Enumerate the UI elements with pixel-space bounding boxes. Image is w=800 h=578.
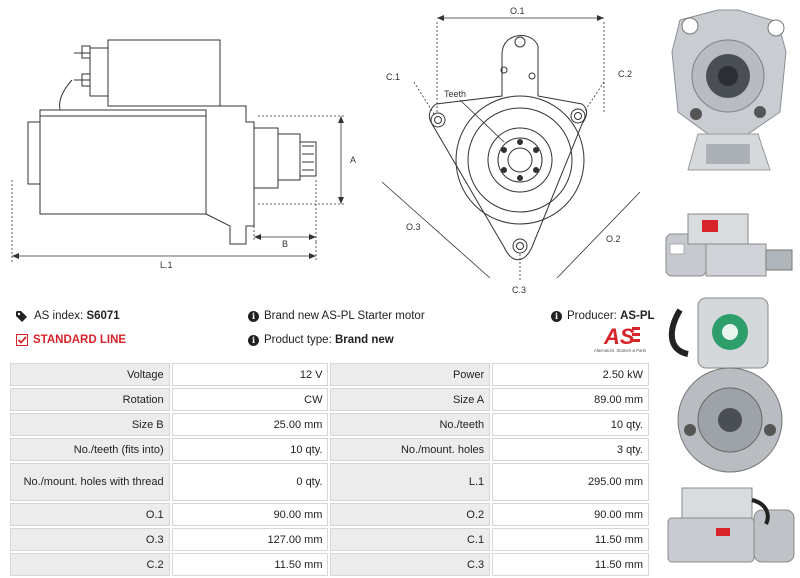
spec-label: O.2 bbox=[330, 503, 491, 526]
producer-row: i Producer: AS-PL bbox=[551, 310, 655, 322]
front-view-drawing: O.1 C.1 C.2 Teeth O.3 O.2 C.3 bbox=[381, 6, 641, 294]
product-type-label: Product type: bbox=[264, 334, 332, 346]
spec-label: Size B bbox=[10, 413, 170, 436]
spec-label: Voltage bbox=[10, 363, 170, 386]
as-pl-logo: AS Alternators, Starters & Parts bbox=[590, 323, 650, 356]
standard-line-row: STANDARD LINE bbox=[16, 334, 126, 346]
spec-label: No./mount. holes bbox=[330, 438, 491, 461]
product-type-value: Brand new bbox=[334, 334, 394, 346]
spec-value: 89.00 mm bbox=[492, 388, 649, 411]
spec-value: 90.00 mm bbox=[492, 503, 649, 526]
tag-icon bbox=[16, 310, 27, 322]
dim-o1-label: O.1 bbox=[510, 6, 525, 16]
spec-row: No./teeth (fits into)10 qty.No./mount. h… bbox=[10, 438, 649, 461]
dim-o2-label: O.2 bbox=[606, 234, 621, 244]
check-square-icon bbox=[16, 334, 28, 346]
spec-label: No./teeth (fits into) bbox=[10, 438, 170, 461]
logo-text: AS bbox=[603, 324, 635, 348]
spec-value: 12 V bbox=[171, 363, 329, 386]
spec-value: 25.00 mm bbox=[171, 413, 329, 436]
info-icon: i bbox=[551, 310, 562, 322]
spec-label: Power bbox=[330, 363, 491, 386]
spec-label: O.1 bbox=[10, 503, 170, 526]
spec-label: No./mount. holes with thread bbox=[10, 463, 170, 501]
dim-o3-label: O.3 bbox=[406, 222, 421, 232]
product-type-row: i Product type: Brand new bbox=[248, 334, 394, 346]
spec-value: 90.00 mm bbox=[171, 503, 329, 526]
product-description: Brand new AS-PL Starter motor bbox=[264, 310, 425, 322]
spec-value: 11.50 mm bbox=[171, 553, 329, 576]
product-photo-top bbox=[658, 480, 800, 568]
dim-c3-label: C.3 bbox=[512, 285, 526, 294]
dim-c2-label: C.2 bbox=[618, 69, 632, 79]
spec-value: 295.00 mm bbox=[492, 463, 649, 501]
spec-value: 10 qty. bbox=[171, 438, 329, 461]
spec-label: L.1 bbox=[330, 463, 491, 501]
dim-a-label: A bbox=[350, 155, 356, 165]
info-icon: i bbox=[248, 310, 259, 322]
dim-b-label: B bbox=[282, 239, 288, 249]
info-icon: i bbox=[248, 334, 259, 346]
description-row: i Brand new AS-PL Starter motor bbox=[248, 310, 425, 322]
logo-tagline: Alternators, Starters & Parts bbox=[593, 348, 647, 353]
spec-value: 0 qty. bbox=[171, 463, 329, 501]
standard-line-label: STANDARD LINE bbox=[33, 334, 127, 346]
spec-label: Rotation bbox=[10, 388, 170, 411]
spec-value: 3 qty. bbox=[492, 438, 649, 461]
spec-value: 11.50 mm bbox=[492, 553, 649, 576]
spec-label: O.3 bbox=[10, 528, 170, 551]
as-index-label: AS index: bbox=[34, 310, 84, 322]
product-photo-front bbox=[658, 2, 800, 188]
dim-l1-label: L.1 bbox=[160, 260, 173, 270]
product-photo-side bbox=[658, 194, 800, 284]
spec-label: C.1 bbox=[330, 528, 491, 551]
producer-label: Producer: bbox=[567, 310, 617, 322]
spec-label: C.2 bbox=[10, 553, 170, 576]
producer-value: AS-PL bbox=[620, 310, 655, 322]
spec-label: No./teeth bbox=[330, 413, 491, 436]
spec-value: 10 qty. bbox=[492, 413, 649, 436]
spec-value: 2.50 kW bbox=[492, 363, 649, 386]
spec-value: 11.50 mm bbox=[492, 528, 649, 551]
product-photo-rear bbox=[658, 290, 800, 475]
dim-c1-label: C.1 bbox=[386, 72, 400, 82]
teeth-label: Teeth bbox=[444, 89, 466, 99]
spec-value: 127.00 mm bbox=[171, 528, 329, 551]
as-index-value: S6071 bbox=[86, 310, 120, 322]
as-index-row: AS index: S6071 bbox=[16, 310, 120, 322]
spec-label: C.3 bbox=[330, 553, 491, 576]
side-view-drawing: A B L.1 bbox=[11, 39, 356, 270]
spec-value: CW bbox=[171, 388, 329, 411]
spec-label: Size A bbox=[330, 388, 491, 411]
